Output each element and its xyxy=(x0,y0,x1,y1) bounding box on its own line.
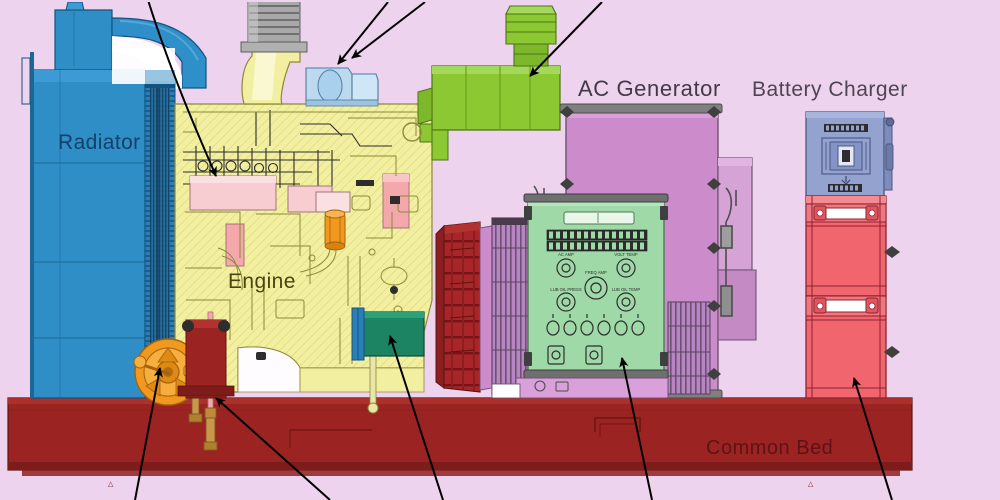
panel-switches xyxy=(547,345,603,365)
control-panel: AC AMP VOLT TEMP FREQ AMP LUB OIL PRESS … xyxy=(491,193,669,399)
panel-hardware xyxy=(524,206,668,366)
callout-battery xyxy=(852,377,893,500)
radiator-assembly xyxy=(21,1,207,399)
callout-exhaust-bellows xyxy=(351,1,426,59)
exhaust-bellows xyxy=(240,0,308,53)
svg-text:△: △ xyxy=(108,481,114,488)
top-edge xyxy=(0,0,1000,2)
callout-control-panel xyxy=(619,357,653,500)
turbocharger xyxy=(305,67,379,107)
fuel-pump xyxy=(324,209,346,251)
callout-turbocharger xyxy=(337,1,389,65)
generator-fasteners xyxy=(560,106,721,380)
svg-text:FREQ AMP: FREQ AMP xyxy=(585,270,607,275)
callout-fan-drive-pulley xyxy=(134,367,163,500)
generator-conduit xyxy=(720,187,737,317)
svg-text:AC AMP: AC AMP xyxy=(558,252,574,257)
svg-text:LUB OIL PRESS: LUB OIL PRESS xyxy=(550,287,581,292)
svg-text:LUB OIL TEMP: LUB OIL TEMP xyxy=(612,287,641,292)
svg-text:VOLT TEMP: VOLT TEMP xyxy=(614,252,637,257)
callout-oil-pan xyxy=(215,397,331,500)
svg-text:△: △ xyxy=(808,481,814,488)
battery-charger-stack xyxy=(805,111,900,399)
callout-air-cleaner xyxy=(529,1,603,77)
front-support xyxy=(177,319,235,399)
air-cleaner xyxy=(402,5,561,161)
panel-gauges xyxy=(556,258,636,312)
callout-oil-cooler xyxy=(388,335,444,500)
callout-cylinder-head xyxy=(147,0,217,177)
oil-cooler xyxy=(351,307,425,361)
callout-leaders xyxy=(134,0,893,500)
flywheel-housing xyxy=(435,221,493,393)
panel-gauge-labels: AC AMP VOLT TEMP FREQ AMP LUB OIL PRESS … xyxy=(550,252,640,292)
common-bed: △ △ xyxy=(7,397,913,488)
engine-linework xyxy=(183,111,420,364)
panel-lamps xyxy=(546,314,645,336)
